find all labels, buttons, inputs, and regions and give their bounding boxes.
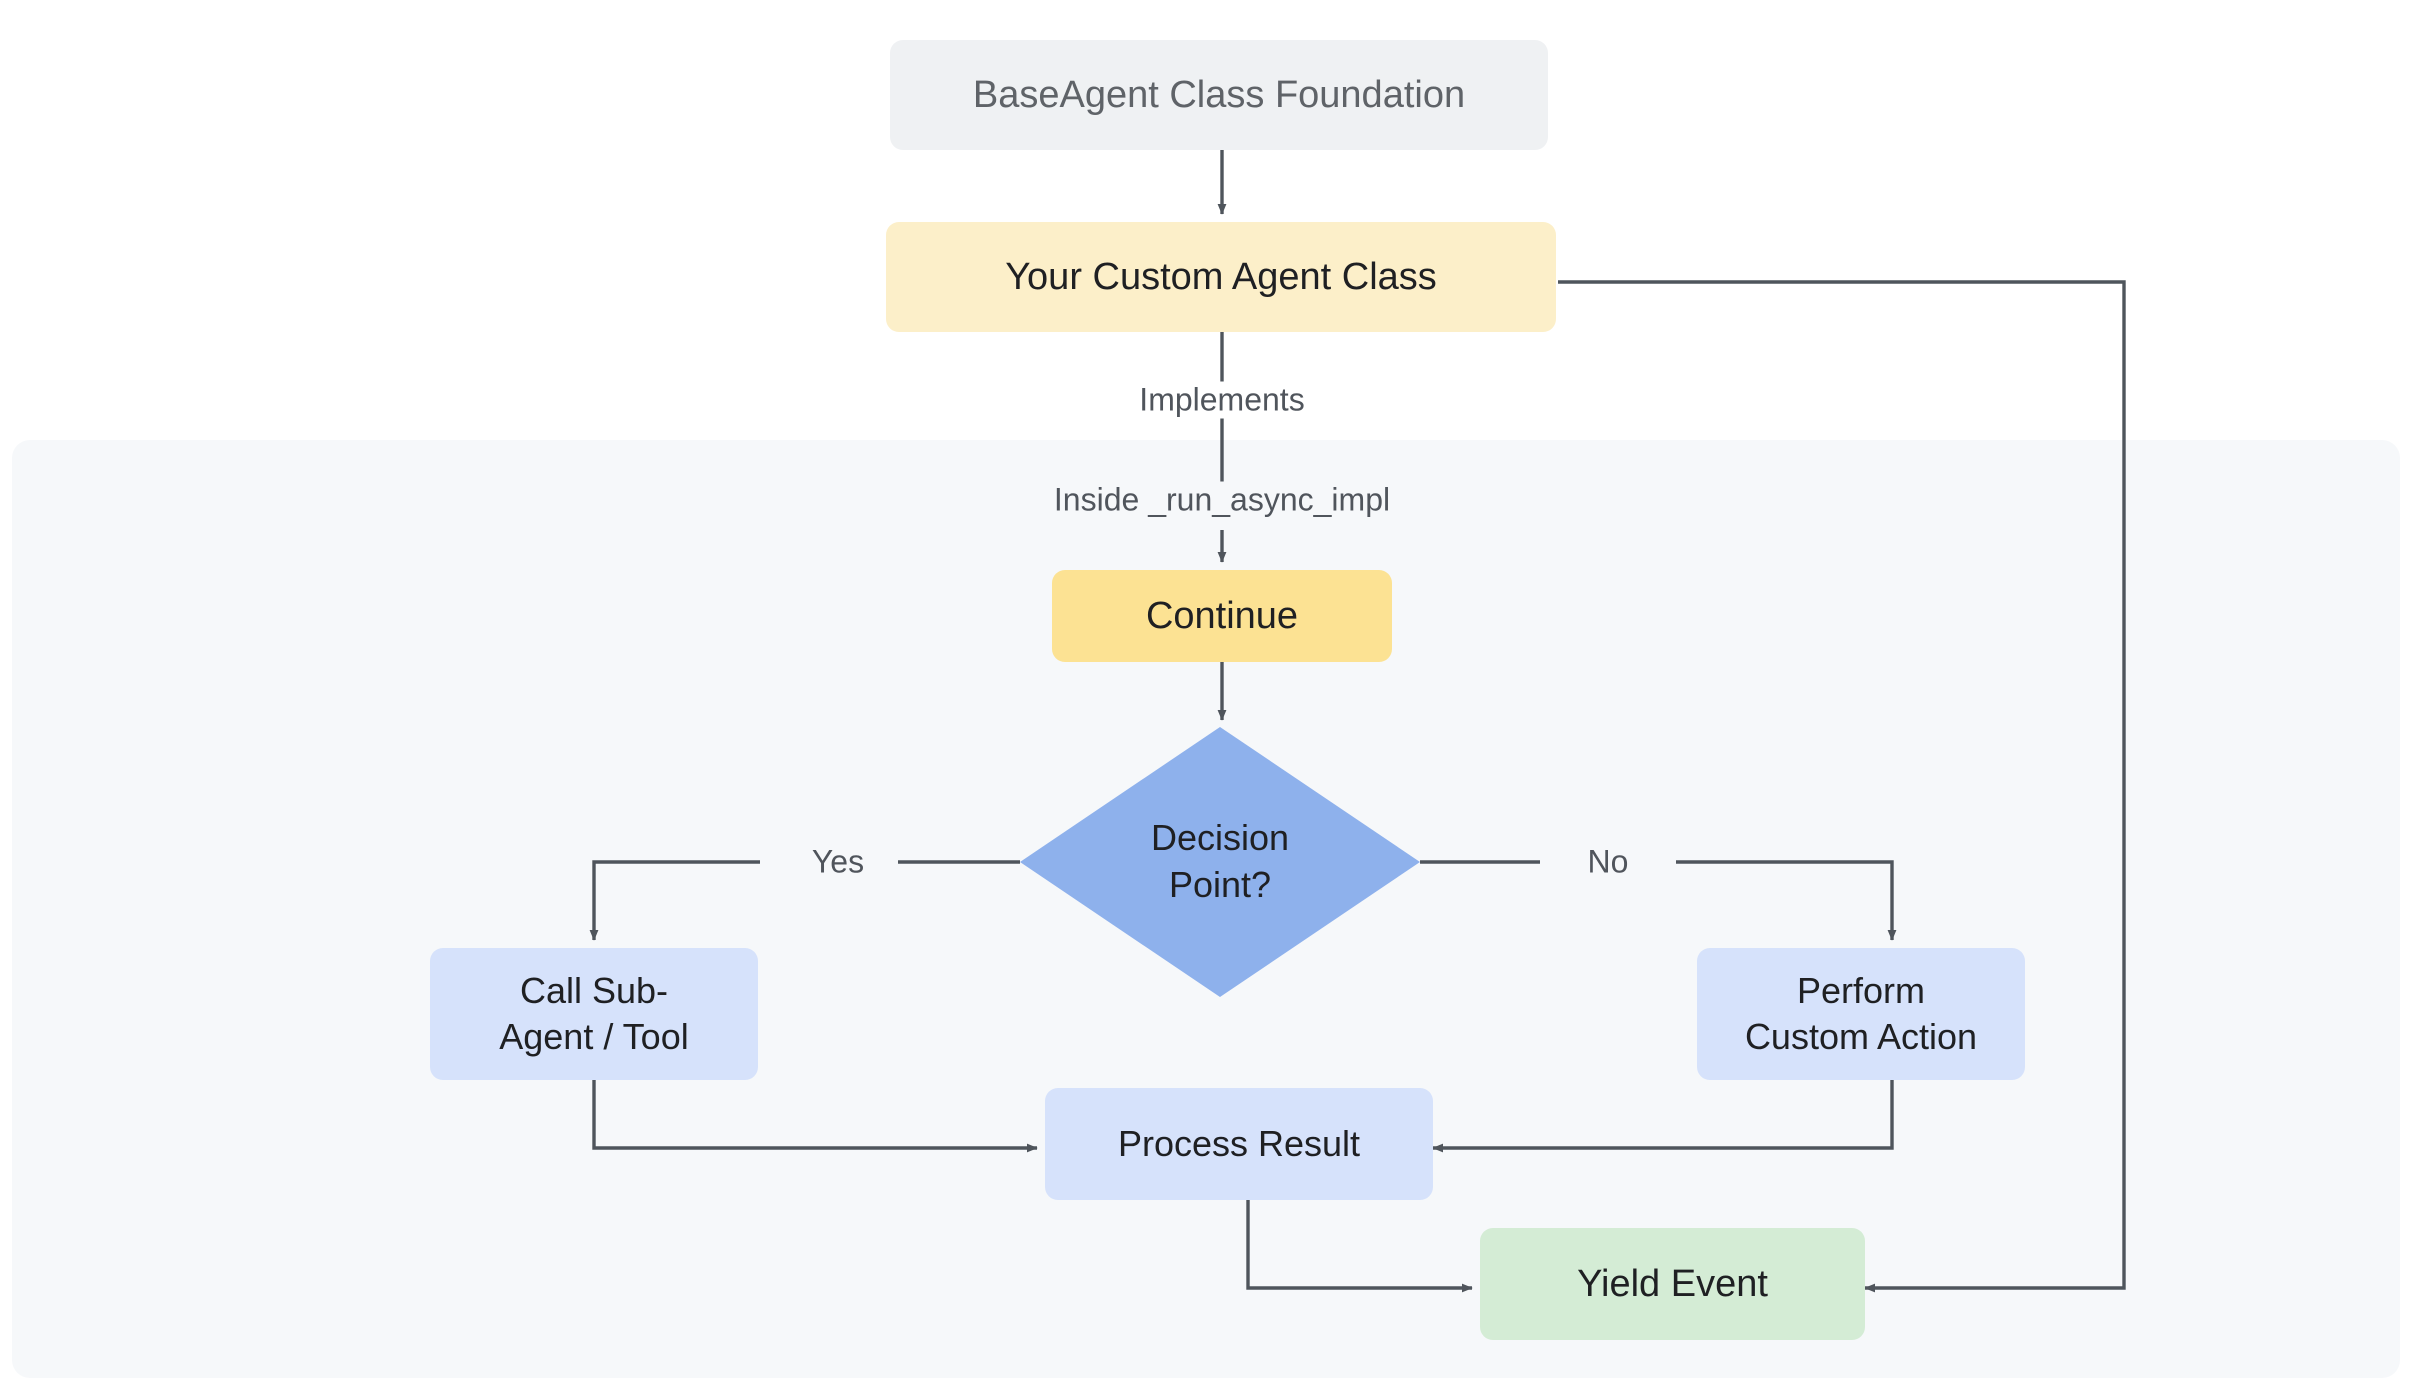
node-perform-custom-action[interactable]: Perform Custom Action	[1697, 948, 2025, 1080]
node-process-result[interactable]: Process Result	[1045, 1088, 1433, 1200]
edge-label-no: No	[1577, 843, 1639, 881]
node-base-agent[interactable]: BaseAgent Class Foundation	[890, 40, 1548, 150]
node-call-sub-agent-tool[interactable]: Call Sub- Agent / Tool	[430, 948, 758, 1080]
decision-diamond-shape	[1020, 727, 1420, 997]
node-decision-point[interactable]: Decision Point?	[1020, 727, 1420, 997]
edge-label-implements: Implements	[1129, 381, 1315, 419]
edge-label-inside-run-async-impl: Inside _run_async_impl	[1043, 481, 1401, 519]
node-yield-event[interactable]: Yield Event	[1480, 1228, 1865, 1340]
node-decision-point-label: Decision Point?	[1150, 817, 1290, 905]
node-continue[interactable]: Continue	[1052, 570, 1392, 662]
edge-label-yes: Yes	[801, 843, 875, 881]
node-custom-agent-class[interactable]: Your Custom Agent Class	[886, 222, 1556, 332]
